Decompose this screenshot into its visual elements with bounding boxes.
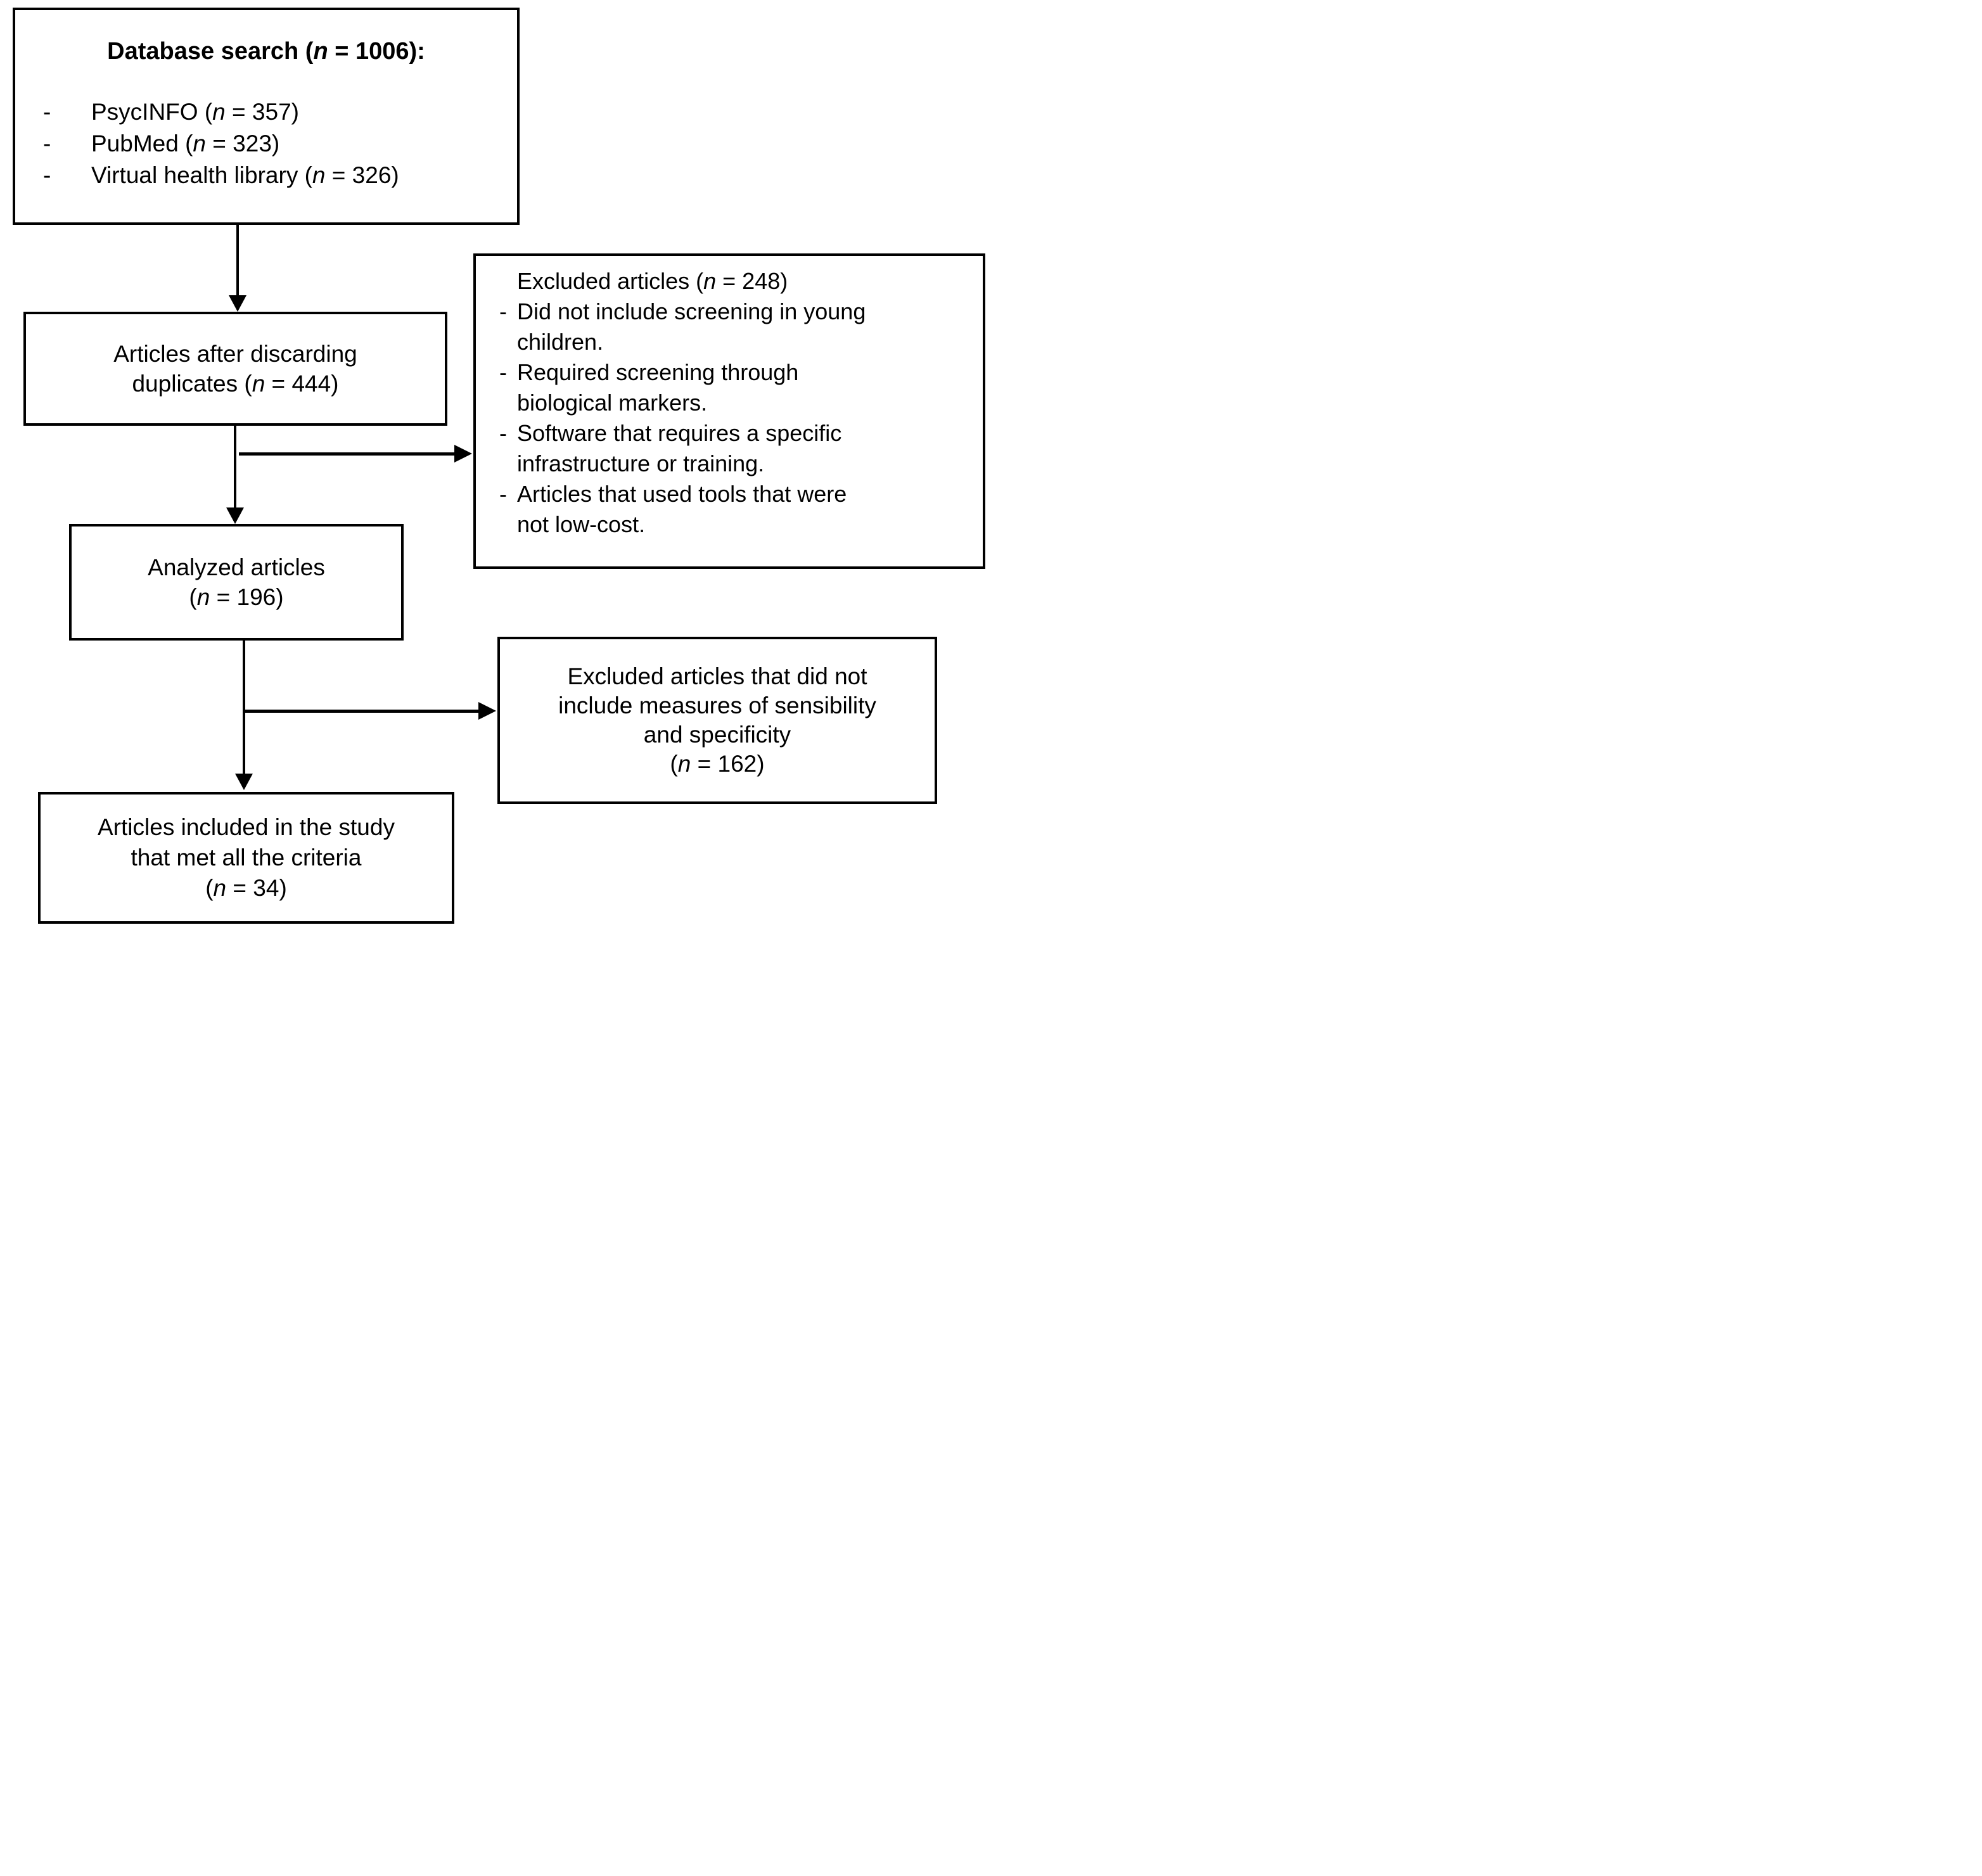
excluded-248-box: Excluded articles (n = 248) -Did not inc…	[473, 253, 985, 569]
excluded-248-header: Excluded articles (n = 248)	[517, 266, 976, 297]
bullet-dash: -	[43, 99, 51, 125]
item-text: = 162)	[691, 751, 765, 777]
text-line: include measures of sensibility	[558, 692, 876, 718]
item-text: = 357)	[225, 99, 299, 125]
text-line: and specificity	[643, 722, 791, 748]
arrow-duplicates-to-analyzed-head	[226, 507, 244, 524]
text-line: (n = 162)	[670, 750, 764, 779]
item-text: duplicates (	[132, 371, 252, 397]
n-italic: n	[677, 751, 691, 777]
item-text: Virtual health library (	[91, 162, 312, 188]
bullet-dash: -	[499, 420, 507, 446]
text-line: (n = 34)	[205, 873, 287, 903]
n-italic: n	[703, 268, 717, 294]
arrow-search-to-duplicates-head	[229, 295, 246, 312]
analyzed-text: Analyzed articles (n = 196)	[72, 526, 401, 638]
list-item-virtual-health-library: - Virtual health library (n = 326)	[15, 160, 517, 191]
excluded-162-box: Excluded articles that did not include m…	[497, 637, 937, 804]
item-text: Required screening through	[517, 359, 799, 385]
title-text: = 1006):	[328, 38, 425, 65]
n-italic: n	[213, 875, 227, 901]
item-text: = 248)	[716, 268, 788, 294]
exclusion-reason: -Software that requires a specific infras…	[499, 418, 976, 479]
included-box: Articles included in the study that met …	[38, 792, 454, 924]
n-italic: n	[196, 584, 210, 610]
bullet-dash: -	[43, 162, 51, 188]
database-search-box: Database search (n = 1006): -PsycINFO (n…	[13, 8, 520, 225]
duplicates-text: Articles after discarding duplicates (n …	[26, 314, 445, 423]
item-text: = 323)	[206, 131, 280, 156]
item-text: (	[205, 875, 214, 901]
n-italic: n	[312, 162, 326, 188]
arrow-to-excluded-162-head	[478, 702, 496, 720]
arrow-to-excluded-162-line	[245, 710, 478, 713]
exclusion-reason: -Did not include screening in young child…	[499, 297, 976, 357]
duplicates-box: Articles after discarding duplicates (n …	[23, 312, 447, 426]
item-text: Did not include screening in young	[517, 298, 866, 324]
text-line: Articles after discarding	[113, 341, 357, 367]
arrow-analyzed-to-included-head	[235, 774, 253, 790]
bullet-dash: -	[499, 481, 507, 507]
item-text: Excluded articles (	[517, 268, 704, 294]
item-text: (	[189, 584, 197, 610]
excluded-162-text: Excluded articles that did not include m…	[500, 639, 935, 801]
item-text: = 34)	[226, 875, 287, 901]
item-text: PsycINFO (	[91, 99, 213, 125]
exclusion-reason: -Articles that used tools that were not l…	[499, 479, 976, 540]
item-text: (	[670, 751, 678, 777]
text-line: Articles included in the study	[98, 814, 395, 840]
title-text: Database search (	[107, 38, 314, 65]
n-italic: n	[193, 131, 206, 156]
item-text: not low-cost.	[517, 511, 646, 537]
text-line: Excluded articles that did not	[567, 663, 867, 689]
prisma-flow-diagram: Database search (n = 1006): -PsycINFO (n…	[0, 0, 991, 938]
arrow-analyzed-to-included-line	[243, 641, 245, 774]
item-text: PubMed (	[91, 131, 193, 156]
bullet-dash: -	[43, 131, 51, 156]
exclusion-reason: -Required screening through biological ma…	[499, 357, 976, 418]
n-italic: n	[313, 38, 328, 65]
item-text: = 196)	[210, 584, 284, 610]
text-line: that met all the criteria	[131, 845, 362, 871]
bullet-dash: -	[499, 298, 507, 324]
item-text: Articles that used tools that were	[517, 481, 847, 507]
item-text: infrastructure or training.	[517, 450, 765, 476]
text-line: (n = 196)	[189, 582, 283, 612]
text-line: duplicates (n = 444)	[132, 369, 338, 399]
item-text: Software that requires a specific	[517, 420, 842, 446]
item-text: children.	[517, 329, 604, 355]
database-search-title: Database search (n = 1006):	[15, 37, 517, 66]
item-text: = 326)	[325, 162, 399, 188]
list-item-pubmed: - PubMed (n = 323)	[15, 128, 517, 160]
arrow-duplicates-to-analyzed-line	[234, 426, 236, 508]
list-item-psycinfo: - PsycINFO (n = 357)	[15, 96, 517, 128]
text-line: Analyzed articles	[148, 554, 325, 580]
n-italic: n	[212, 99, 226, 125]
arrow-search-to-duplicates-line	[236, 225, 239, 296]
analyzed-box: Analyzed articles (n = 196)	[69, 524, 404, 641]
item-text: = 444)	[265, 371, 339, 397]
n-italic: n	[252, 371, 265, 397]
included-text: Articles included in the study that met …	[41, 794, 452, 921]
arrow-to-excluded-248-head	[454, 445, 472, 463]
database-list: -PsycINFO (n = 357) -PubMed (n = 323) -V…	[15, 96, 517, 191]
excluded-248-content: Excluded articles (n = 248) -Did not inc…	[476, 256, 983, 540]
item-text: biological markers.	[517, 390, 708, 416]
bullet-dash: -	[499, 359, 507, 385]
arrow-to-excluded-248-line	[239, 452, 454, 456]
